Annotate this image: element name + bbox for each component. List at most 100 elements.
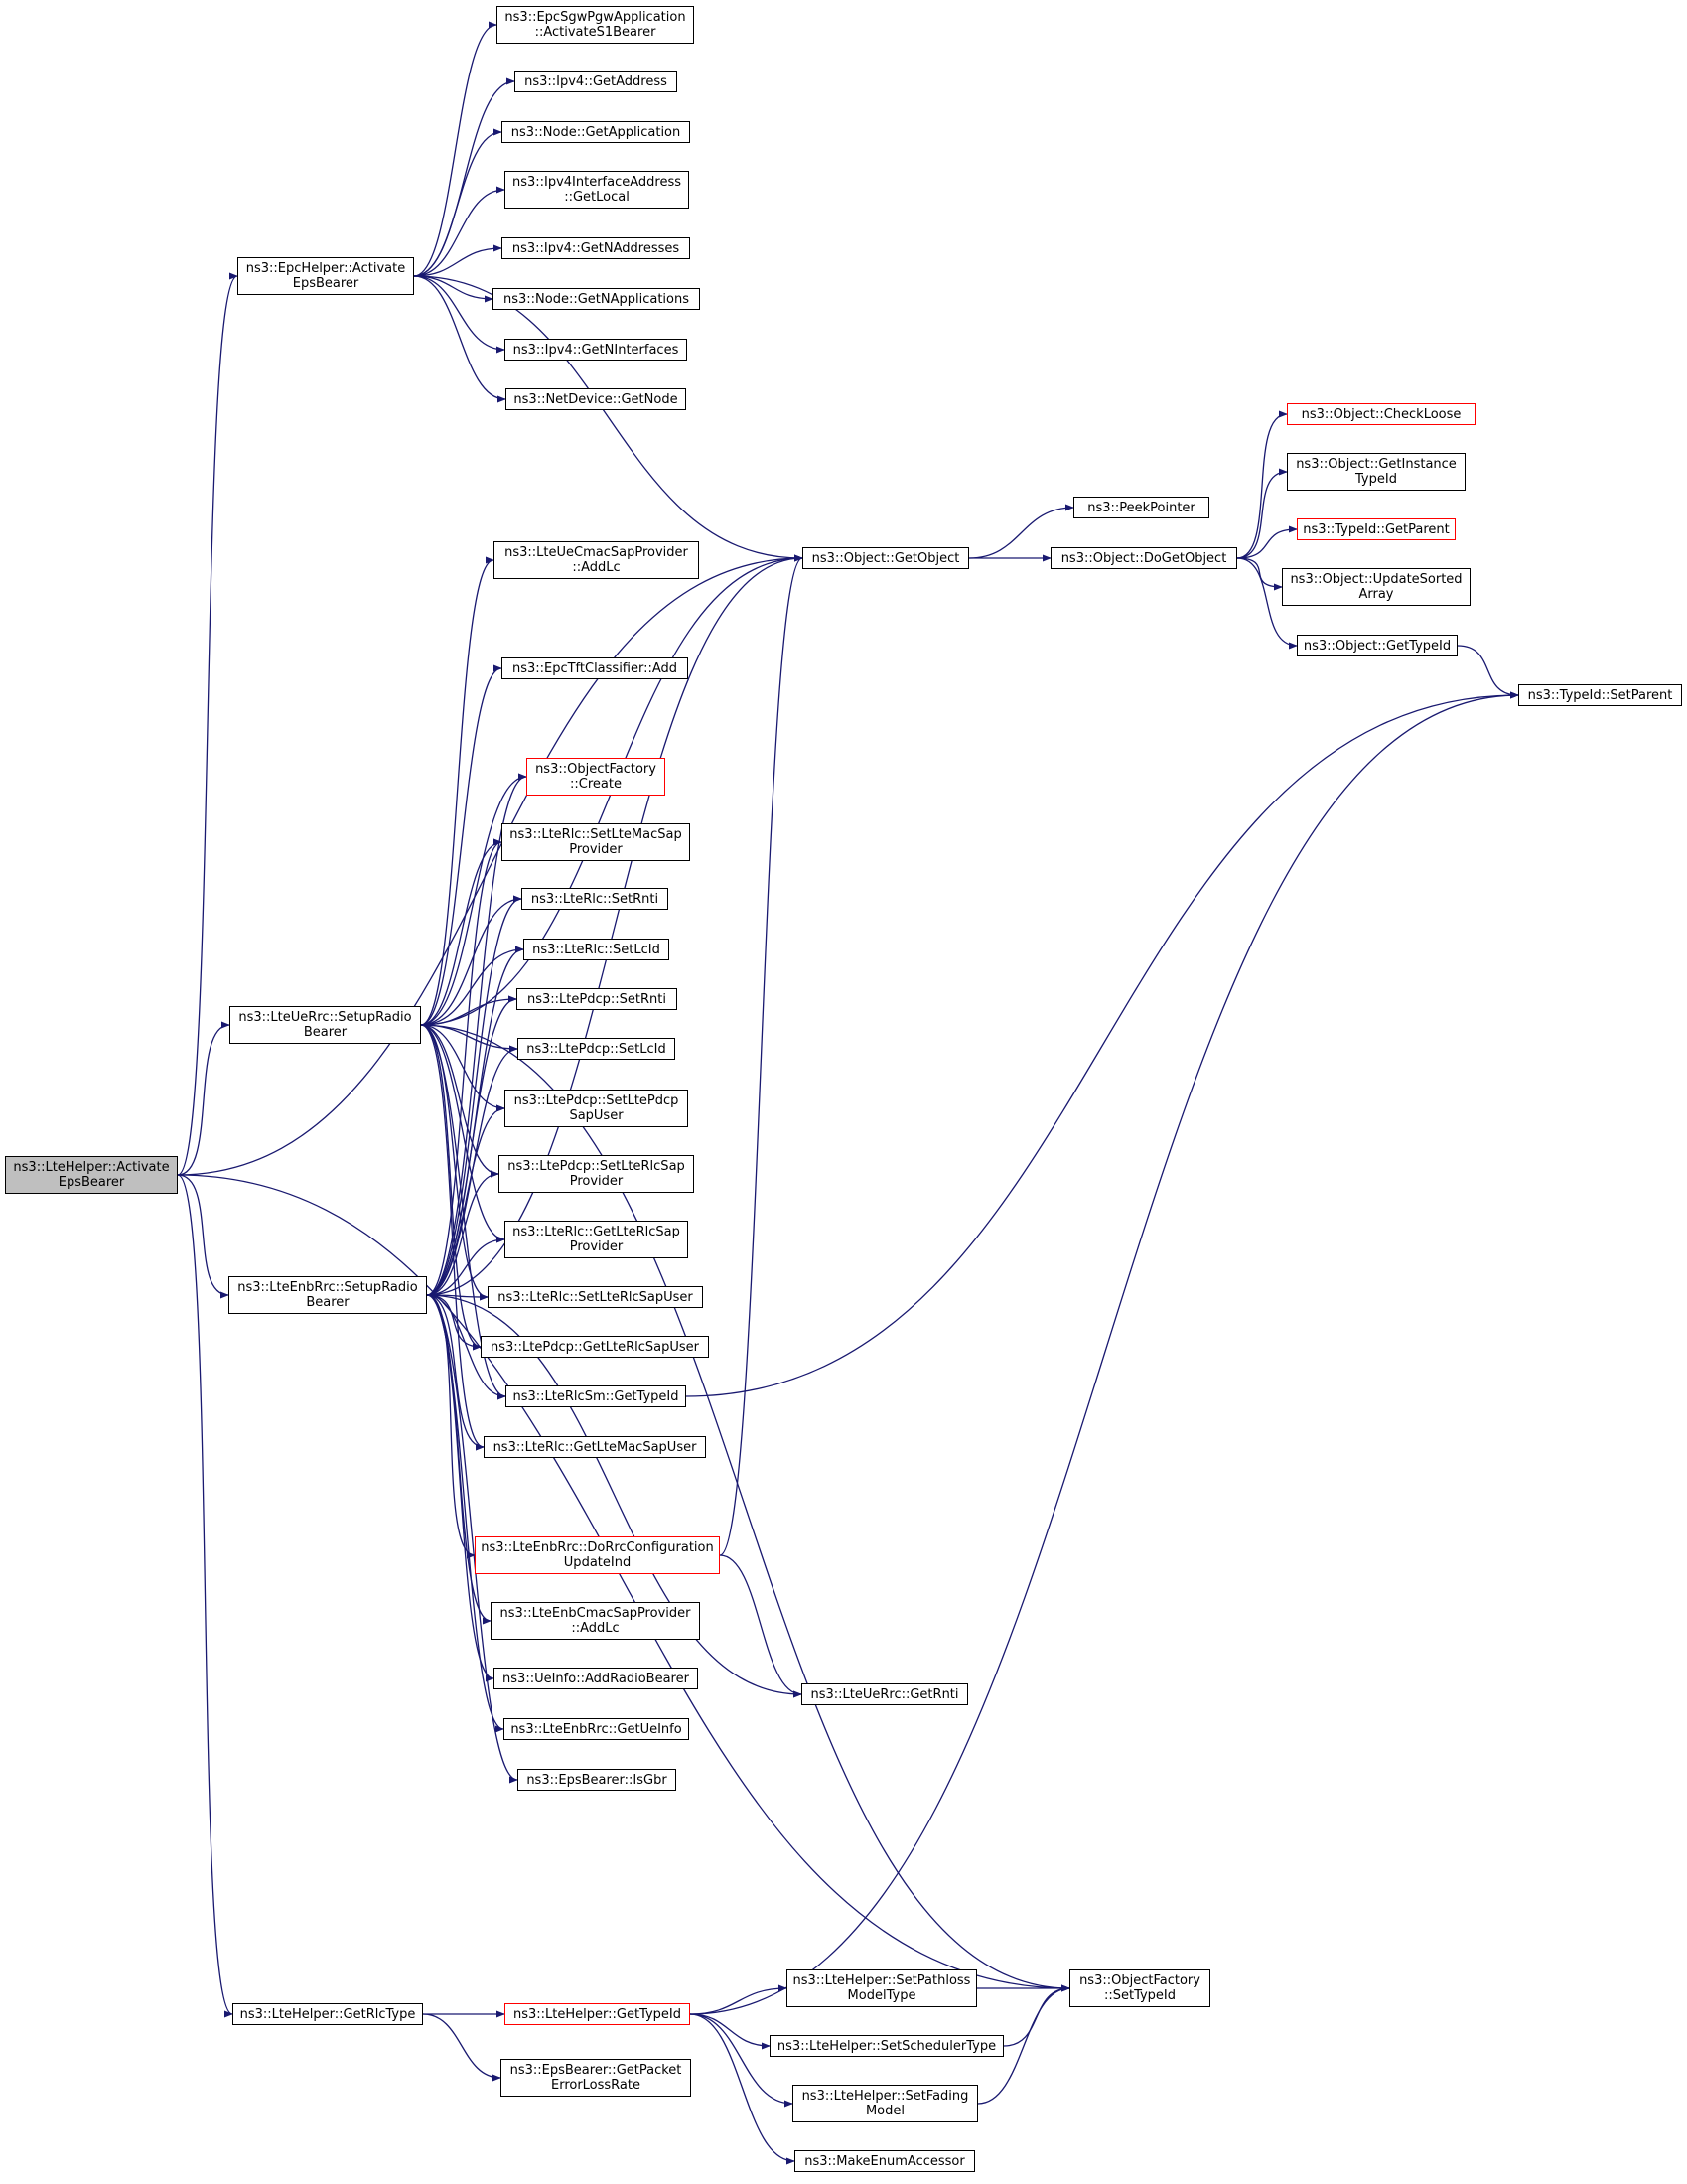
- graph-node-label: ns3::PeekPointer: [1087, 500, 1195, 515]
- graph-node-pdcp-setlcid[interactable]: ns3::LtePdcp::SetLcId: [517, 1038, 675, 1060]
- graph-node-label: ns3::ObjectFactory: [535, 762, 656, 777]
- edge-epc-activate-to-sgw-activate: [413, 21, 497, 277]
- graph-node-node-getapplication[interactable]: ns3::Node::GetApplication: [501, 121, 690, 143]
- graph-node-helper-setscheduler[interactable]: ns3::LteHelper::SetSchedulerType: [770, 2035, 1004, 2057]
- graph-node-label: ns3::LteHelper::SetSchedulerType: [776, 2038, 997, 2054]
- graph-node-enbcmac-addlc[interactable]: ns3::LteEnbCmacSapProvider::AddLc: [491, 1602, 700, 1640]
- graph-node-helper-gettypeid[interactable]: ns3::LteHelper::GetTypeId: [504, 2003, 690, 2025]
- graph-node-get-rlc-type[interactable]: ns3::LteHelper::GetRlcType: [232, 2003, 423, 2025]
- graph-node-sgw-activate[interactable]: ns3::EpcSgwPgwApplication::ActivateS1Bea…: [496, 6, 694, 44]
- graph-node-label: ns3::LteEnbCmacSapProvider: [499, 1606, 691, 1621]
- edge-rlcsm-gettypeid-to-typeid-setparent: [685, 691, 1519, 1397]
- graph-node-label: ns3::LteEnbRrc::DoRrcConfiguration: [481, 1540, 714, 1555]
- graph-node-object-checkloose[interactable]: ns3::Object::CheckLoose: [1287, 403, 1476, 425]
- graph-node-label: ns3::LteRlc::GetLteRlcSap: [512, 1225, 680, 1239]
- edge-epc-activate-to-ipv4-getaddress: [413, 77, 515, 277]
- graph-node-typeid-getparent[interactable]: ns3::TypeId::GetParent: [1297, 518, 1456, 540]
- graph-node-rlc-setrnti[interactable]: ns3::LteRlc::SetRnti: [521, 888, 668, 910]
- graph-node-ueinfo-addradiobearer[interactable]: ns3::UeInfo::AddRadioBearer: [493, 1668, 698, 1689]
- edge-enb-setup-to-pdcp-setlterlcsapprovider: [426, 1170, 499, 1296]
- graph-node-label: ns3::Object::GetObject: [811, 550, 960, 566]
- graph-node-rlc-setlterlcsapuser[interactable]: ns3::LteRlc::SetLteRlcSapUser: [488, 1286, 703, 1308]
- graph-node-label: Bearer: [306, 1295, 350, 1310]
- graph-node-factory-create[interactable]: ns3::ObjectFactory::Create: [526, 758, 665, 796]
- edge-epc-activate-to-node-getapplication: [413, 128, 502, 277]
- graph-node-label: ns3::Object::GetTypeId: [1303, 638, 1452, 654]
- graph-node-rlc-getltemacsapuser[interactable]: ns3::LteRlc::GetLteMacSapUser: [484, 1436, 706, 1458]
- edge-ue-setup-to-rlc-setlcid: [420, 946, 524, 1026]
- edge-ue-setup-to-pdcp-getlterlcsapuser: [420, 1024, 482, 1351]
- graph-node-label: ns3::NetDevice::GetNode: [513, 391, 678, 407]
- graph-node-object-getobject[interactable]: ns3::Object::GetObject: [802, 547, 969, 569]
- edge-ue-setup-to-rlc-setrnti: [420, 895, 522, 1026]
- graph-node-peekpointer[interactable]: ns3::PeekPointer: [1073, 497, 1209, 518]
- graph-node-ipv4-getninterfaces[interactable]: ns3::Ipv4::GetNInterfaces: [504, 339, 687, 361]
- graph-node-epsbearer-isgbr[interactable]: ns3::EpsBearer::IsGbr: [517, 1769, 676, 1791]
- graph-node-label: EpsBearer: [292, 276, 359, 291]
- edge-epc-activate-to-ipv4-getninterfaces: [413, 275, 505, 354]
- graph-node-ipv4if-getlocal[interactable]: ns3::Ipv4InterfaceAddress::GetLocal: [504, 171, 689, 209]
- graph-node-label: ns3::Object::DoGetObject: [1060, 550, 1227, 566]
- graph-node-netdevice-getnode[interactable]: ns3::NetDevice::GetNode: [505, 388, 686, 410]
- edge-object-dogetobject-to-typeid-getparent: [1236, 525, 1298, 559]
- graph-node-label: ::AddLc: [571, 1621, 620, 1636]
- graph-node-node-getnapplications[interactable]: ns3::Node::GetNApplications: [492, 288, 700, 310]
- graph-node-label: Model: [865, 2104, 906, 2118]
- graph-node-rlc-setlcid[interactable]: ns3::LteRlc::SetLcId: [523, 939, 669, 960]
- graph-node-factory-settypeid[interactable]: ns3::ObjectFactory::SetTypeId: [1069, 1969, 1210, 2007]
- edge-root-to-ue-setup: [177, 1021, 230, 1176]
- graph-node-uecmac-addlc[interactable]: ns3::LteUeCmacSapProvider::AddLc: [493, 541, 699, 579]
- graph-node-pdcp-setrnti[interactable]: ns3::LtePdcp::SetRnti: [516, 988, 677, 1010]
- graph-node-label: ns3::EpsBearer::IsGbr: [526, 1772, 667, 1788]
- graph-node-label: ns3::LteUeRrc::GetRnti: [810, 1686, 959, 1702]
- edge-epc-activate-to-netdevice-getnode: [413, 275, 506, 403]
- graph-node-label: ns3::LteHelper::SetPathloss: [792, 1973, 971, 1988]
- graph-node-object-gettypeid[interactable]: ns3::Object::GetTypeId: [1297, 635, 1458, 656]
- edge-get-rlc-type-to-epsbearer-getpacketerrorlossrate: [422, 2013, 501, 2082]
- edge-root-to-factory-settypeid: [177, 1174, 1070, 1992]
- graph-node-label: ns3::LteHelper::Activate: [13, 1160, 170, 1175]
- edge-ue-setup-to-uecmac-addlc: [420, 556, 494, 1026]
- graph-node-label: ns3::LteHelper::SetFading: [801, 2089, 969, 2104]
- graph-node-tft-add[interactable]: ns3::EpcTftClassifier::Add: [501, 657, 688, 679]
- graph-node-label: ns3::LteUeRrc::SetupRadio: [238, 1010, 412, 1025]
- edge-root-to-object-getobject: [177, 554, 803, 1176]
- graph-node-label: SapUser: [569, 1108, 624, 1123]
- graph-node-uerrc-getrnti[interactable]: ns3::LteUeRrc::GetRnti: [801, 1683, 968, 1705]
- graph-node-pdcp-getlterlcsapuser[interactable]: ns3::LtePdcp::GetLteRlcSapUser: [481, 1336, 709, 1358]
- graph-node-typeid-setparent[interactable]: ns3::TypeId::SetParent: [1518, 684, 1682, 706]
- edge-ue-setup-to-pdcp-setltepdcpsapuser: [420, 1024, 505, 1112]
- edge-enb-dorrcconfig-to-object-getobject: [719, 554, 803, 1556]
- graph-node-rlcsm-gettypeid[interactable]: ns3::LteRlcSm::GetTypeId: [505, 1385, 686, 1407]
- graph-node-label: ns3::LteHelper::GetTypeId: [512, 2006, 681, 2022]
- graph-node-label: Provider: [569, 1239, 624, 1254]
- edge-enb-setup-to-rlc-getlterlcsapprovider: [426, 1236, 505, 1296]
- graph-node-label: ns3::UeInfo::AddRadioBearer: [502, 1671, 689, 1686]
- graph-node-ipv4-getaddress[interactable]: ns3::Ipv4::GetAddress: [514, 71, 677, 92]
- graph-node-object-dogetobject[interactable]: ns3::Object::DoGetObject: [1051, 547, 1237, 569]
- graph-node-enb-getueinfo[interactable]: ns3::LteEnbRrc::GetUeInfo: [503, 1718, 689, 1740]
- graph-node-label: Provider: [569, 1174, 624, 1189]
- graph-node-label: ::SetTypeId: [1103, 1988, 1177, 2003]
- graph-node-label: ns3::LteRlc::GetLteMacSapUser: [492, 1439, 697, 1455]
- graph-node-ipv4-getnaddresses[interactable]: ns3::Ipv4::GetNAddresses: [501, 237, 690, 259]
- graph-node-label: ns3::LteEnbRrc::SetupRadio: [237, 1280, 418, 1295]
- edge-root-to-epc-activate: [177, 272, 238, 1176]
- graph-node-makeenumaccessor[interactable]: ns3::MakeEnumAccessor: [794, 2150, 975, 2172]
- edge-ue-setup-to-rlc-setltemacsapprovider: [420, 838, 502, 1026]
